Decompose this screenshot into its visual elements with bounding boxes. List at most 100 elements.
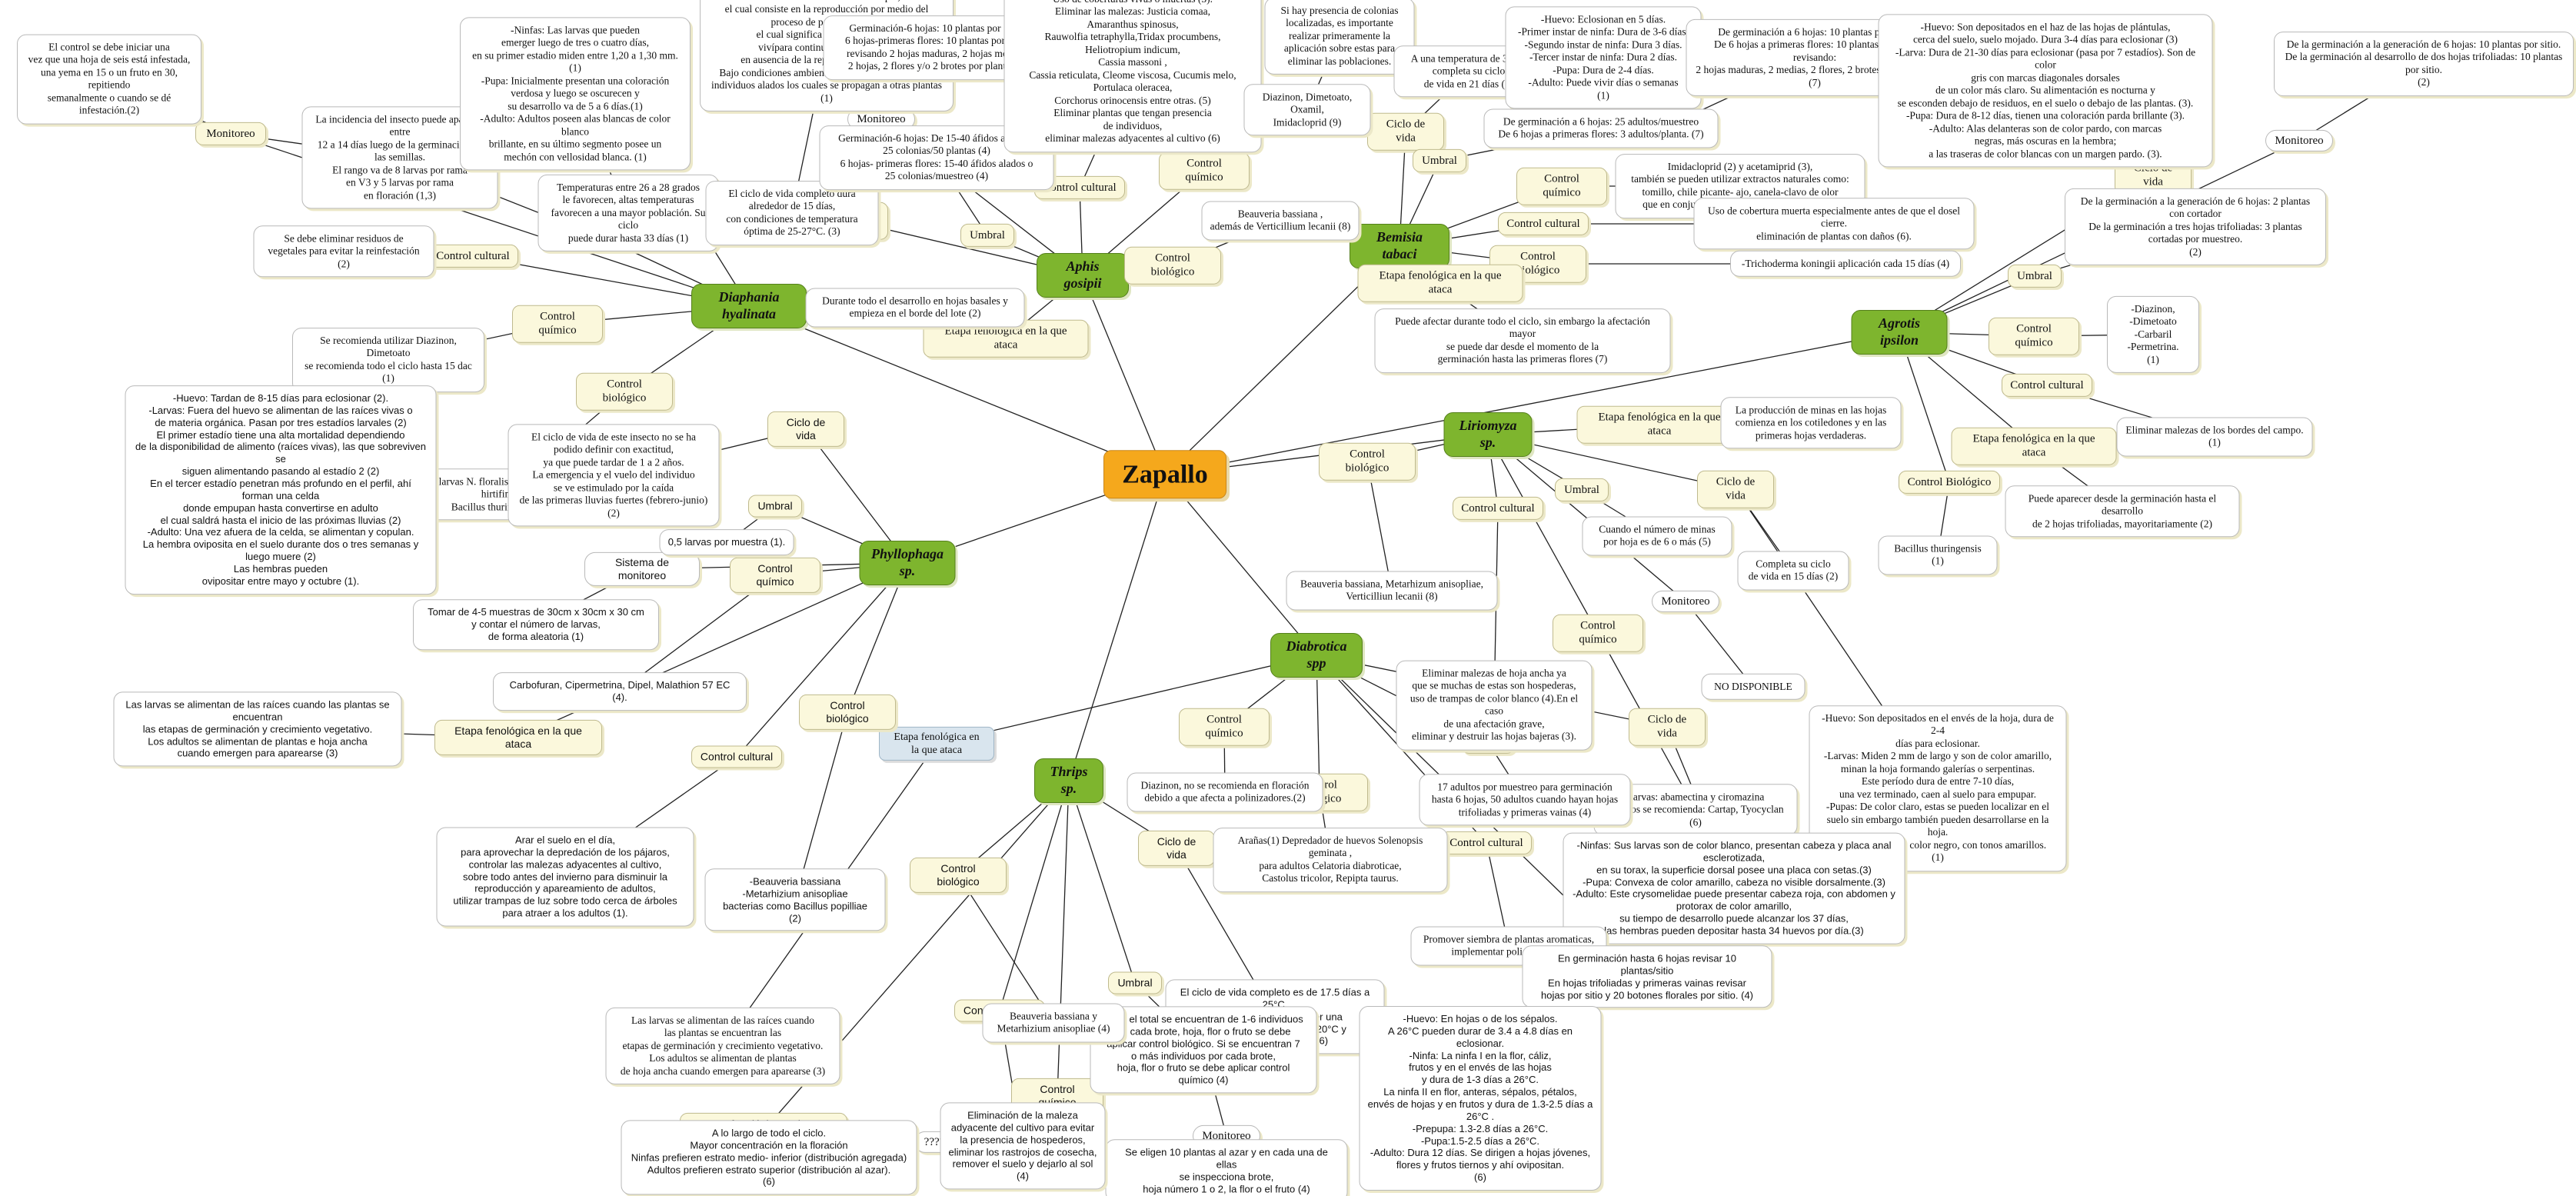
link-label-l49[interactable]: Ciclo de vida [767,411,844,448]
link-label-l52[interactable]: Control químico [730,557,820,594]
info-node-t42[interactable]: 17 adultos por muestreo para germinación… [1419,774,1631,826]
link-label-l3[interactable]: Control químico [512,305,603,343]
link-label-l24[interactable]: Control químico [1989,317,2079,355]
link-label-l23[interactable]: Umbral [2008,264,2062,288]
info-node-t48[interactable]: Se eligen 10 plantas al azar y en cada u… [1105,1139,1348,1196]
info-node-t24[interactable]: -Huevo: Son depositados en el haz de las… [1878,14,2213,168]
info-node-t21[interactable]: Uso de cobertura muerta especialmente an… [1693,198,1975,250]
info-node-t28[interactable]: Eliminar malezas de los bordes del campo… [2116,417,2313,457]
info-node-t54[interactable]: Las larvas se alimentan de las raíces cu… [113,691,402,767]
pest-node-p1[interactable]: Diaphania hyalinata [691,284,807,328]
info-node-t5[interactable]: Se debe eliminar residuos de vegetales p… [253,225,434,278]
info-node-t3[interactable]: -Ninfas: Las larvas que pueden emerger l… [460,17,691,171]
info-node-t26[interactable]: De la germinación a la generación de 6 h… [2065,188,2326,266]
info-node-t6[interactable]: Se recomienda utilizar Diazinon, Dimetoa… [292,328,484,392]
info-node-t57[interactable]: -Huevo: Tardan de 8-15 días para eclosio… [125,385,437,595]
info-node-t59[interactable]: 0,5 larvas por muestra (1). [659,529,794,555]
link-label-l12[interactable]: Control biológico [1124,246,1221,285]
info-node-t15[interactable]: Diazinon, Dimetoato, Oxamil, Imidaclopri… [1243,84,1371,136]
link-label-l17[interactable]: Control químico [1516,167,1607,205]
info-node-t30[interactable]: Bacillus thuringensis (1) [1878,535,1998,575]
link-label-l39[interactable]: Control cultural [1441,831,1532,855]
link-label-l22[interactable]: Monitoreo [2265,129,2333,152]
info-node-t61[interactable]: Carbofuran, Cipermetrina, Dipel, Malathi… [493,672,747,711]
crop-node-z[interactable]: Zapallo [1103,450,1226,499]
info-node-t22[interactable]: -Trichoderma koningii aplicación cada 15… [1730,250,1961,278]
info-node-t33[interactable]: Completa su ciclo de vida en 15 días (2) [1737,551,1849,591]
link-label-l19[interactable]: Control biológico [1489,245,1586,283]
link-label-l4[interactable]: Control biológico [576,372,673,411]
link-label-l2[interactable]: Control cultural [428,244,518,268]
link-label-l1[interactable]: Monitoreo [195,122,266,146]
info-node-t37[interactable]: Eliminar malezas de hoja ancha ya que se… [1396,660,1593,751]
link-label-l26[interactable]: Etapa fenológica en la que ataca [1951,427,2117,465]
info-node-t25[interactable]: De la germinación a la generación de 6 h… [2274,32,2574,96]
pest-node-p7[interactable]: Diabrotica spp [1270,633,1363,678]
info-node-t47[interactable]: Si en el total se encuentran de 1-6 indi… [1090,1006,1317,1094]
info-node-t45[interactable]: En germinación hasta 6 hojas revisar 10 … [1522,945,1772,1008]
link-label-l32[interactable]: Control químico [1553,614,1643,652]
info-node-t9[interactable]: El ciclo de vida completo dura alrededor… [705,181,879,245]
info-node-t55[interactable]: Arar el suelo en el día, para aprovechar… [436,827,694,927]
link-label-l43[interactable]: Control biológico [910,857,1007,894]
link-label-l50[interactable]: Umbral [748,495,802,518]
info-node-t18[interactable]: De germinación a 6 hojas: 25 adultos/mue… [1483,108,1719,148]
info-node-t51[interactable]: Beauveria bassiana y Metarhizium anisopl… [982,1003,1125,1043]
info-node-t35[interactable]: -Huevo: Son depositados en el envés de l… [1809,705,2067,871]
info-node-t50[interactable]: Eliminación de la maleza adyacente del c… [940,1102,1106,1190]
info-node-t49[interactable]: -Huevo: En hojas o de los sépalos. A 26°… [1359,1005,1602,1191]
link-label-l18[interactable]: Control cultural [1498,212,1589,236]
pest-node-p4[interactable]: Agrotis ipsilon [1851,310,1948,355]
pest-node-p8[interactable]: Thrips sp. [1034,758,1103,803]
info-node-t39[interactable]: Beauveria bassiana , además de Verticill… [1201,201,1360,241]
link-label-l41[interactable]: Ciclo de vida [1138,830,1215,867]
info-node-t32[interactable]: Cuando el número de minas por hoja es de… [1582,516,1732,556]
pest-node-p6[interactable]: Phyllophaga sp. [859,541,956,585]
link-label-l38[interactable]: Ciclo de vida [1629,708,1706,746]
link-label-l29[interactable]: Umbral [1555,478,1609,502]
info-node-t34[interactable]: NO DISPONIBLE [1701,673,1806,701]
link-label-l34[interactable]: Control biológico [1319,442,1416,481]
info-node-t4[interactable]: Temperaturas entre 26 a 28 grados le fav… [537,174,719,252]
link-label-l15[interactable]: Umbral [1413,148,1466,173]
link-label-l31[interactable]: Monitoreo [1652,590,1719,613]
info-node-t17[interactable]: -Huevo: Eclosionan en 5 días. -Primer in… [1505,6,1702,109]
info-node-t40[interactable]: Diazinon, no se recomienda en floración … [1127,772,1323,812]
info-node-t12[interactable]: Durante todo el desarrollo en hojas basa… [805,288,1025,328]
info-node-t1[interactable]: El control se debe iniciar una vez que u… [17,34,201,125]
link-label-l55[interactable]: Control biológico [799,694,896,731]
info-node-t41[interactable]: Arañas(1) Depredador de huevos Solenopsi… [1213,828,1448,892]
link-label-l54[interactable]: Control cultural [691,745,782,768]
link-label-l53[interactable]: Etapa fenológica en la que ataca [434,719,602,756]
link-label-l27[interactable]: Control Biológico [1899,470,2000,495]
info-node-t27[interactable]: -Diazinon, -Dimetoato -Carbaril -Permetr… [2107,295,2199,374]
info-node-t43[interactable]: -Ninfas: Sus larvas son de color blanco,… [1563,832,1905,944]
link-label-l30[interactable]: Ciclo de vida [1697,470,1774,508]
link-label-l14[interactable]: Ciclo de vida [1367,112,1444,151]
link-label-l25[interactable]: Control cultural [2002,373,2092,398]
link-label-l20[interactable]: Etapa fenológica en la que ataca [1357,264,1523,302]
link-label-l9[interactable]: Umbral [960,223,1014,248]
link-label-l51[interactable]: Sistema de monitoreo [584,551,700,587]
link-label-l33[interactable]: Control cultural [1453,496,1543,521]
link-label-l42[interactable]: Umbral [1108,971,1162,994]
link-label-l11[interactable]: Control químico [1159,152,1250,190]
info-node-t53[interactable]: Las larvas se alimentan de las raíces cu… [605,1007,840,1085]
info-node-t10[interactable]: Germinación-6 hojas: 10 plantas por siti… [823,15,1050,80]
pest-node-p3[interactable]: Bemisia tabaci [1350,224,1449,268]
link-label-l35[interactable]: Control químico [1179,708,1270,746]
info-node-t29[interactable]: Puede aparecer desde la germinación hast… [2005,485,2240,538]
pest-node-p2[interactable]: Aphis gosipii [1037,253,1129,298]
info-node-t38[interactable]: Beauveria bassiana, Metarhizum anisoplia… [1286,571,1498,611]
info-node-t60[interactable]: Tomar de 4-5 muestras de 30cm x 30cm x 3… [413,599,659,650]
info-node-t56[interactable]: -Beauveria bassiana -Metarhizium anisopl… [704,868,886,931]
link-label-l40[interactable]: Etapa fenológica en la que ataca [879,726,994,761]
info-node-t31[interactable]: La producción de minas en las hojas comi… [1720,397,1902,449]
info-node-t23[interactable]: Puede afectar durante todo el ciclo, sin… [1374,308,1671,373]
link-label-l28[interactable]: Etapa fenológica en la que ataca [1576,405,1742,444]
info-node-t58[interactable]: El ciclo de vida de este insecto no se h… [508,424,720,527]
info-node-t14[interactable]: Si hay presencia de colonias localizadas… [1264,0,1415,75]
info-node-t13[interactable]: Uso de coberturas vivas o muertas (3). E… [1003,0,1262,152]
info-node-t52[interactable]: A lo largo de todo el ciclo. Mayor conce… [621,1120,917,1195]
pest-node-p5[interactable]: Liriomyza sp. [1443,412,1533,457]
